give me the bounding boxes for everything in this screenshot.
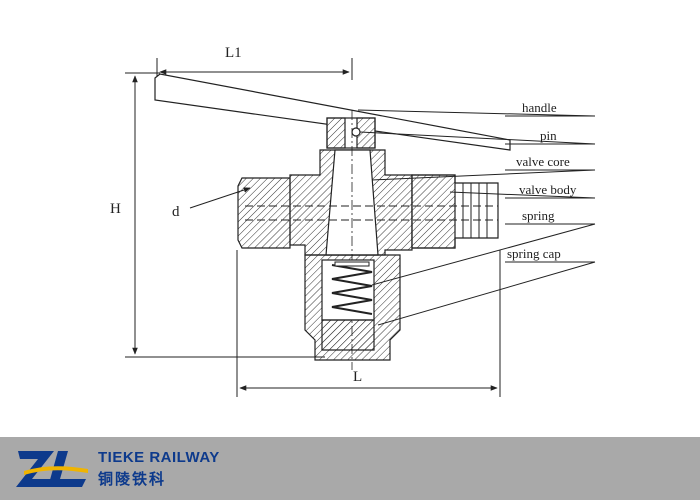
brand-name: TIEKE RAILWAY: [98, 449, 220, 466]
spring-part: [331, 261, 373, 315]
thread-marks: [462, 183, 488, 238]
valve-technical-drawing: L1 H L d: [110, 45, 596, 397]
spring-cap-part: [321, 319, 375, 351]
valve-assembly: [154, 73, 511, 370]
dimension-h: [125, 72, 325, 358]
brand-footer: TIEKE RAILWAY 铜陵铁科: [0, 437, 700, 500]
dimension-l-label: L: [353, 369, 362, 385]
callout-pin: pin: [540, 128, 557, 143]
callout-spring: spring: [522, 208, 555, 223]
flow-channel: [245, 205, 498, 221]
callout-handle: handle: [522, 100, 557, 115]
dimension-d-label: d: [172, 204, 180, 220]
callout-valve-core: valve core: [516, 154, 570, 169]
callout-leaders: [357, 109, 596, 326]
dimension-l1-label: L1: [225, 45, 242, 61]
tieke-logo: [16, 451, 88, 487]
callout-spring-cap: spring cap: [507, 246, 561, 261]
handle-part: [154, 73, 511, 151]
dimension-l1: [156, 58, 353, 80]
dimension-h-label: H: [110, 201, 121, 217]
dimension-l: [236, 250, 501, 397]
handle-boss: [326, 117, 376, 149]
callout-valve-body: valve body: [519, 182, 577, 197]
brand-name-chinese: 铜陵铁科: [98, 470, 167, 488]
